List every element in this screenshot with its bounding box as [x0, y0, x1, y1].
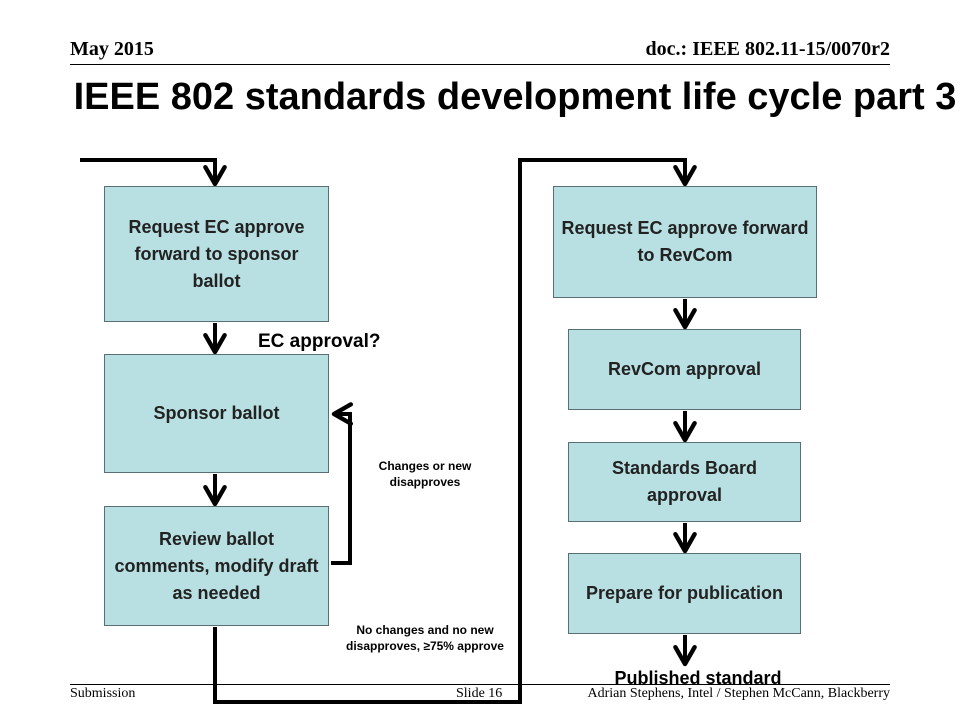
header-date: May 2015 — [70, 38, 154, 60]
footer-authors: Adrian Stephens, Intel / Stephen McCann,… — [587, 686, 890, 701]
label-ec-approval: EC approval? — [258, 331, 381, 352]
header-divider — [70, 64, 890, 65]
box-request-sponsor-ballot: Request EC approve forward to sponsor ba… — [104, 186, 329, 322]
header-doc-id: doc.: IEEE 802.11-15/0070r2 — [645, 38, 890, 60]
label-no-changes: No changes and no new disapproves, ≥75% … — [346, 623, 504, 653]
box-standards-board: Standards Board approval — [568, 442, 801, 522]
label-published-standard: Published standard — [614, 668, 782, 688]
box-request-revcom: Request EC approve forward to RevCom — [553, 186, 817, 298]
box-review-comments: Review ballot comments, modify draft as … — [104, 506, 329, 626]
footer-submission: Submission — [70, 686, 136, 701]
arrow-changes-loop — [331, 402, 354, 565]
box-prepare-publication: Prepare for publication — [568, 553, 801, 634]
footer-divider — [70, 684, 890, 685]
label-changes: Changes or new disapproves — [378, 459, 472, 489]
box-sponsor-ballot: Sponsor ballot — [104, 354, 329, 473]
entry-arrow — [80, 158, 227, 187]
slide-title: IEEE 802 standards development life cycl… — [73, 76, 957, 118]
footer-slide-number: Slide 16 — [456, 686, 503, 701]
arrow-no-changes-path — [213, 158, 697, 704]
box-revcom-approval: RevCom approval — [568, 329, 801, 410]
